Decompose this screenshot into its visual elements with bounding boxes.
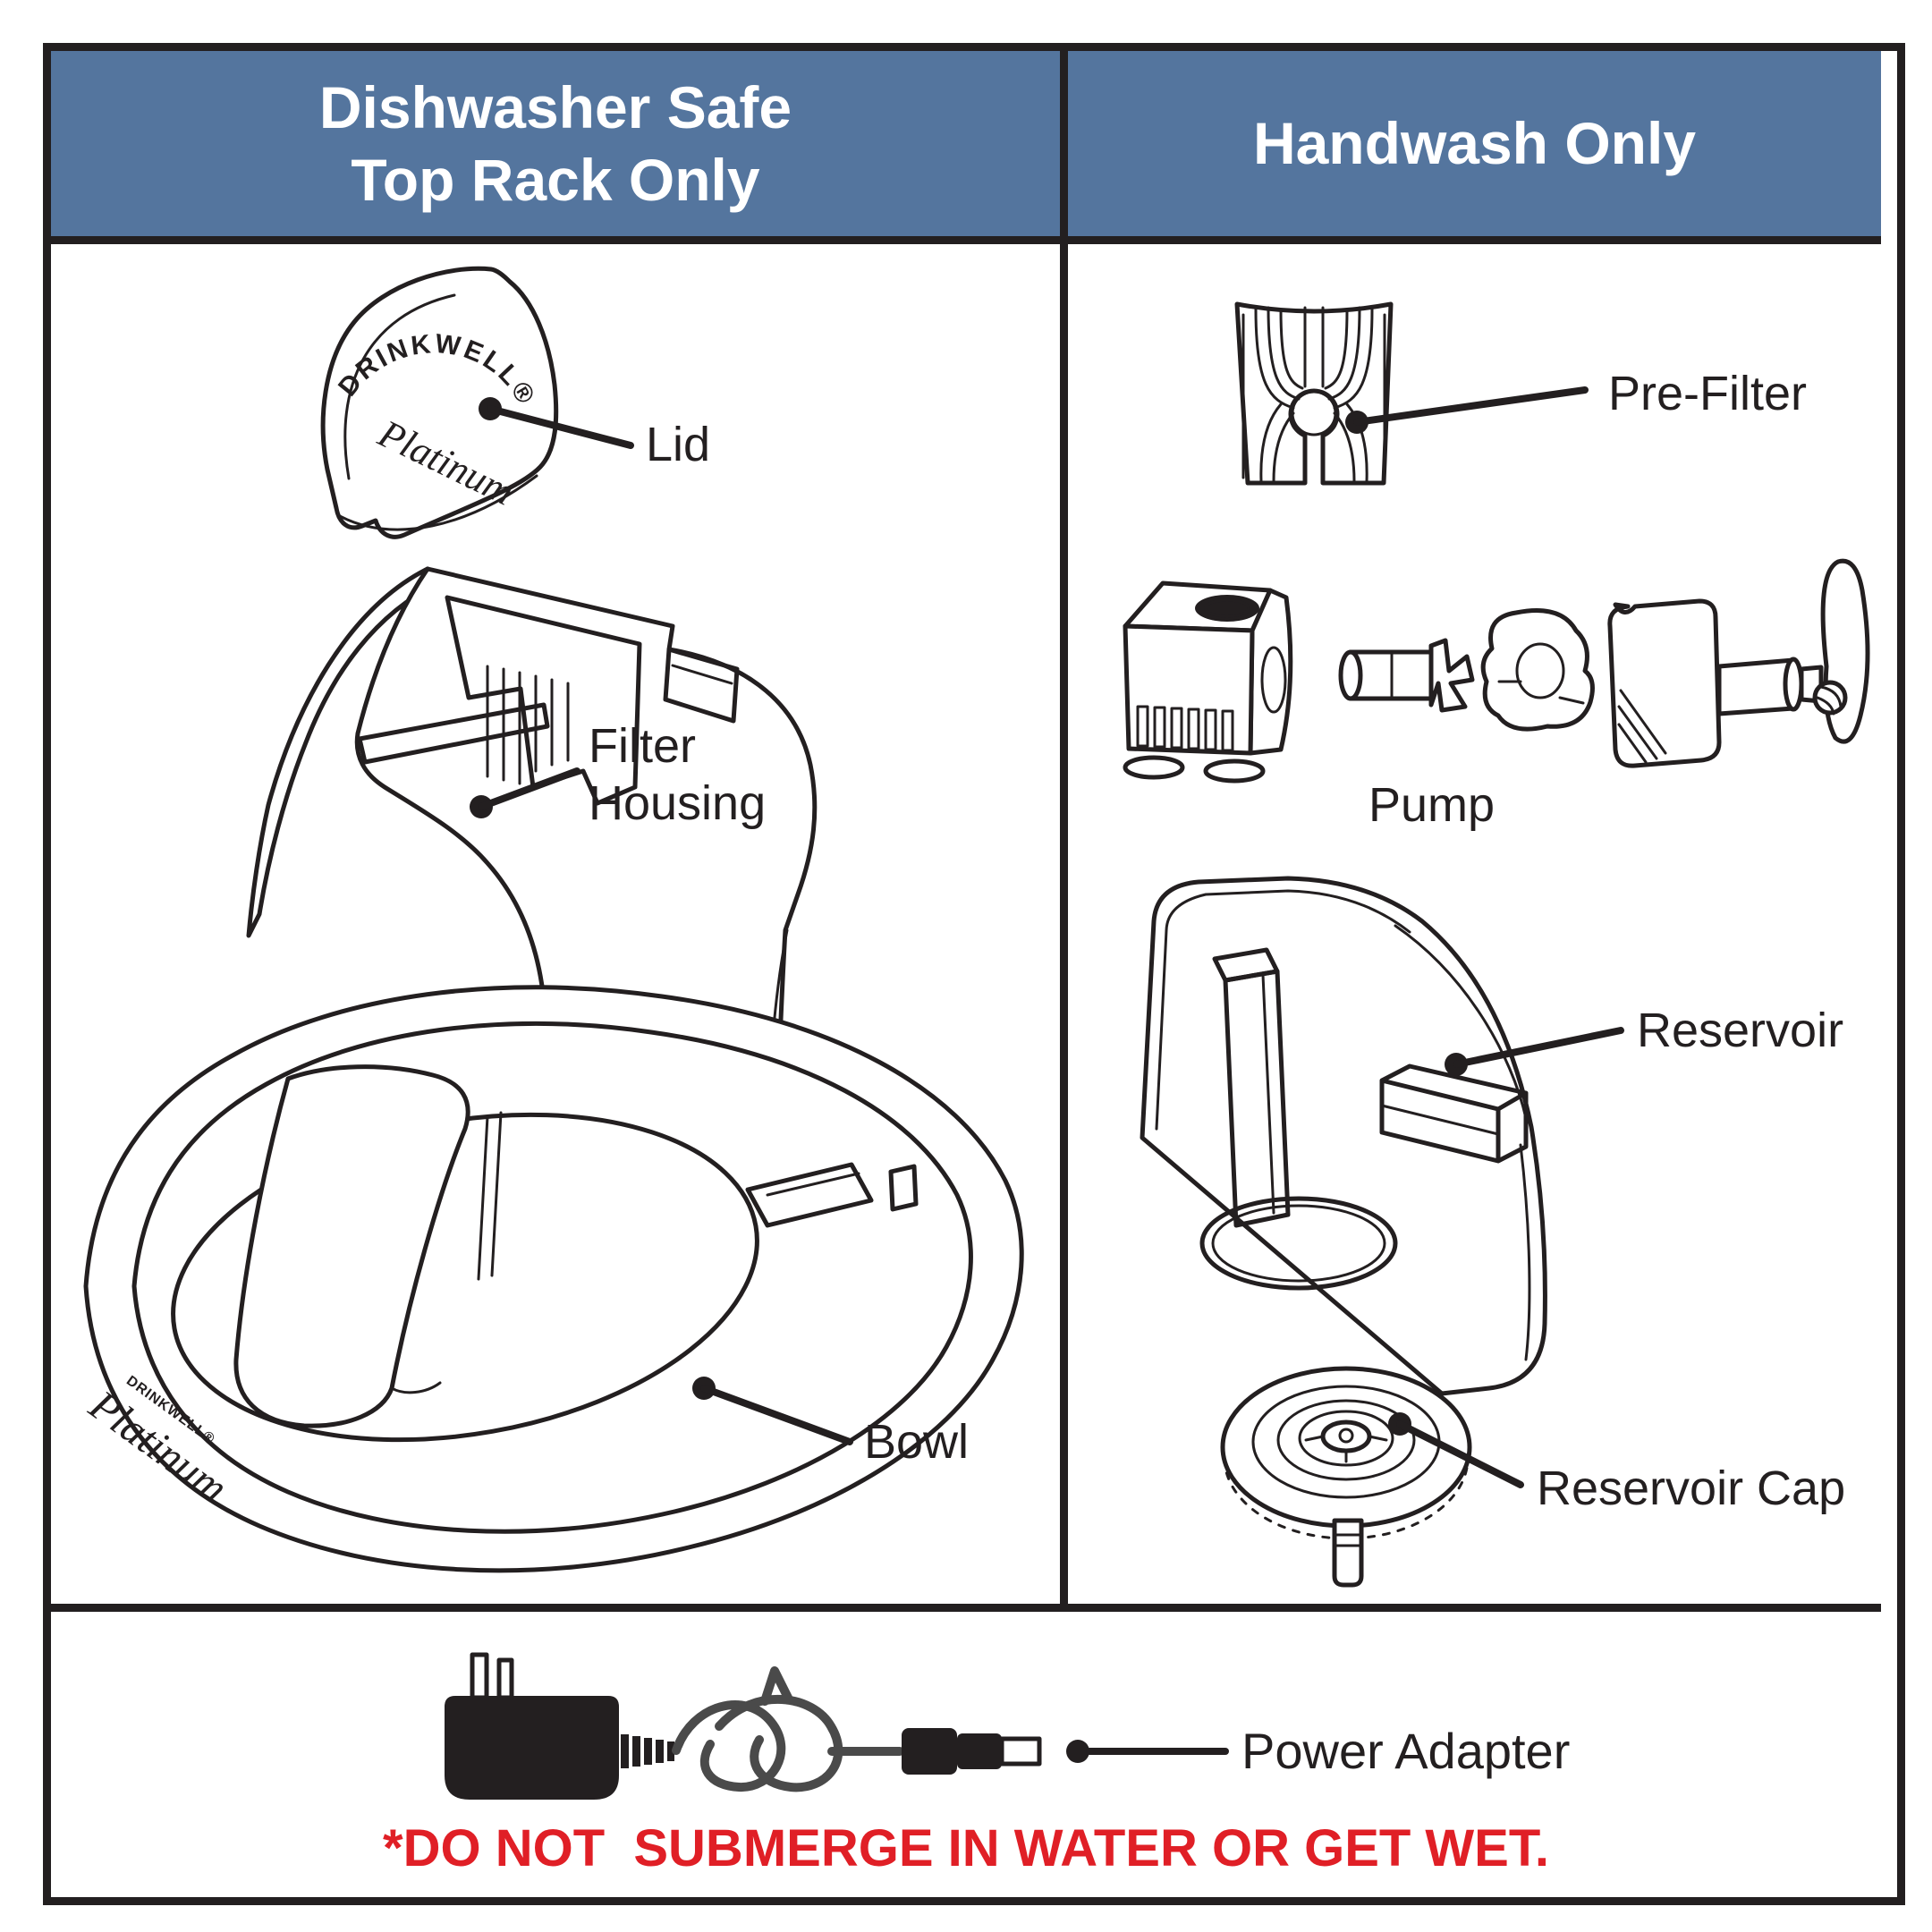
reservoir-cap-leader-line [1396, 1420, 1524, 1488]
dishwasher-safe-panel: DRINKWELL® Platinum Lid Fi [51, 244, 1060, 1604]
coiled-cord [672, 1666, 904, 1792]
label-power-adapter: Power Adapter [1241, 1723, 1570, 1779]
header-divider [51, 236, 1881, 244]
lid-drawing: DRINKWELL® Platinum Lid [320, 266, 710, 539]
header-dishwasher-safe: Dishwasher Safe Top Rack Only [51, 51, 1060, 236]
reservoir-leader-line [1453, 1027, 1624, 1068]
label-lid: Lid [646, 418, 710, 471]
pump-slots [1136, 705, 1234, 752]
power-adapter-drawing: Power Adapter *DO NOT SUBMERGE IN WATER … [383, 1652, 1570, 1877]
pump-drawing: Pump [1123, 558, 1870, 832]
power-adapter-art: Power Adapter [445, 1652, 1570, 1800]
header-dishwasher-line1: Dishwasher Safe [318, 73, 792, 140]
dishwasher-safe-drawing: DRINKWELL® Platinum Lid Fi [80, 266, 1024, 1573]
power-adapter-panel: Power Adapter *DO NOT SUBMERGE IN WATER … [51, 1612, 1881, 1881]
label-filter-housing-line1: Filter [589, 719, 696, 773]
power-adapter-callout-dot [1066, 1740, 1089, 1763]
reservoir-drawing: Reservoir [1140, 876, 1843, 1396]
label-reservoir: Reservoir [1637, 1004, 1843, 1057]
handwash-only-drawing: Pre-Filter [1123, 301, 1870, 1588]
label-reservoir-cap: Reservoir Cap [1537, 1462, 1845, 1515]
header-dishwasher-line2: Top Rack Only [351, 146, 760, 213]
strain-relief-ribs [621, 1734, 674, 1768]
bowl-leader-line [700, 1385, 853, 1445]
pre-filter-leader-line [1353, 386, 1589, 426]
pre-filter-drawing: Pre-Filter [1234, 301, 1807, 486]
lid-leader-line [487, 405, 634, 449]
filter-housing-leader-line [478, 767, 580, 810]
label-filter-housing-line2: Housing [589, 776, 766, 830]
label-pre-filter: Pre-Filter [1608, 367, 1807, 420]
handwash-only-panel: Pre-Filter [1068, 244, 1881, 1604]
label-bowl: Bowl [864, 1415, 969, 1469]
diagram-frame: Dishwasher Safe Top Rack Only Handwash O… [43, 43, 1905, 1905]
reservoir-cap-drawing: Reservoir Cap [1220, 1366, 1845, 1588]
bottom-divider [51, 1604, 1881, 1612]
bowl-drawing: DRINKWELL® Platinum Bowl [80, 985, 1024, 1573]
label-pump: Pump [1368, 778, 1495, 832]
warning-text: *DO NOT SUBMERGE IN WATER OR GET WET. [383, 1819, 1549, 1877]
header-handwash-only: Handwash Only [1068, 51, 1881, 236]
vertical-divider [1060, 51, 1068, 1604]
header-handwash-label: Handwash Only [1252, 110, 1697, 177]
